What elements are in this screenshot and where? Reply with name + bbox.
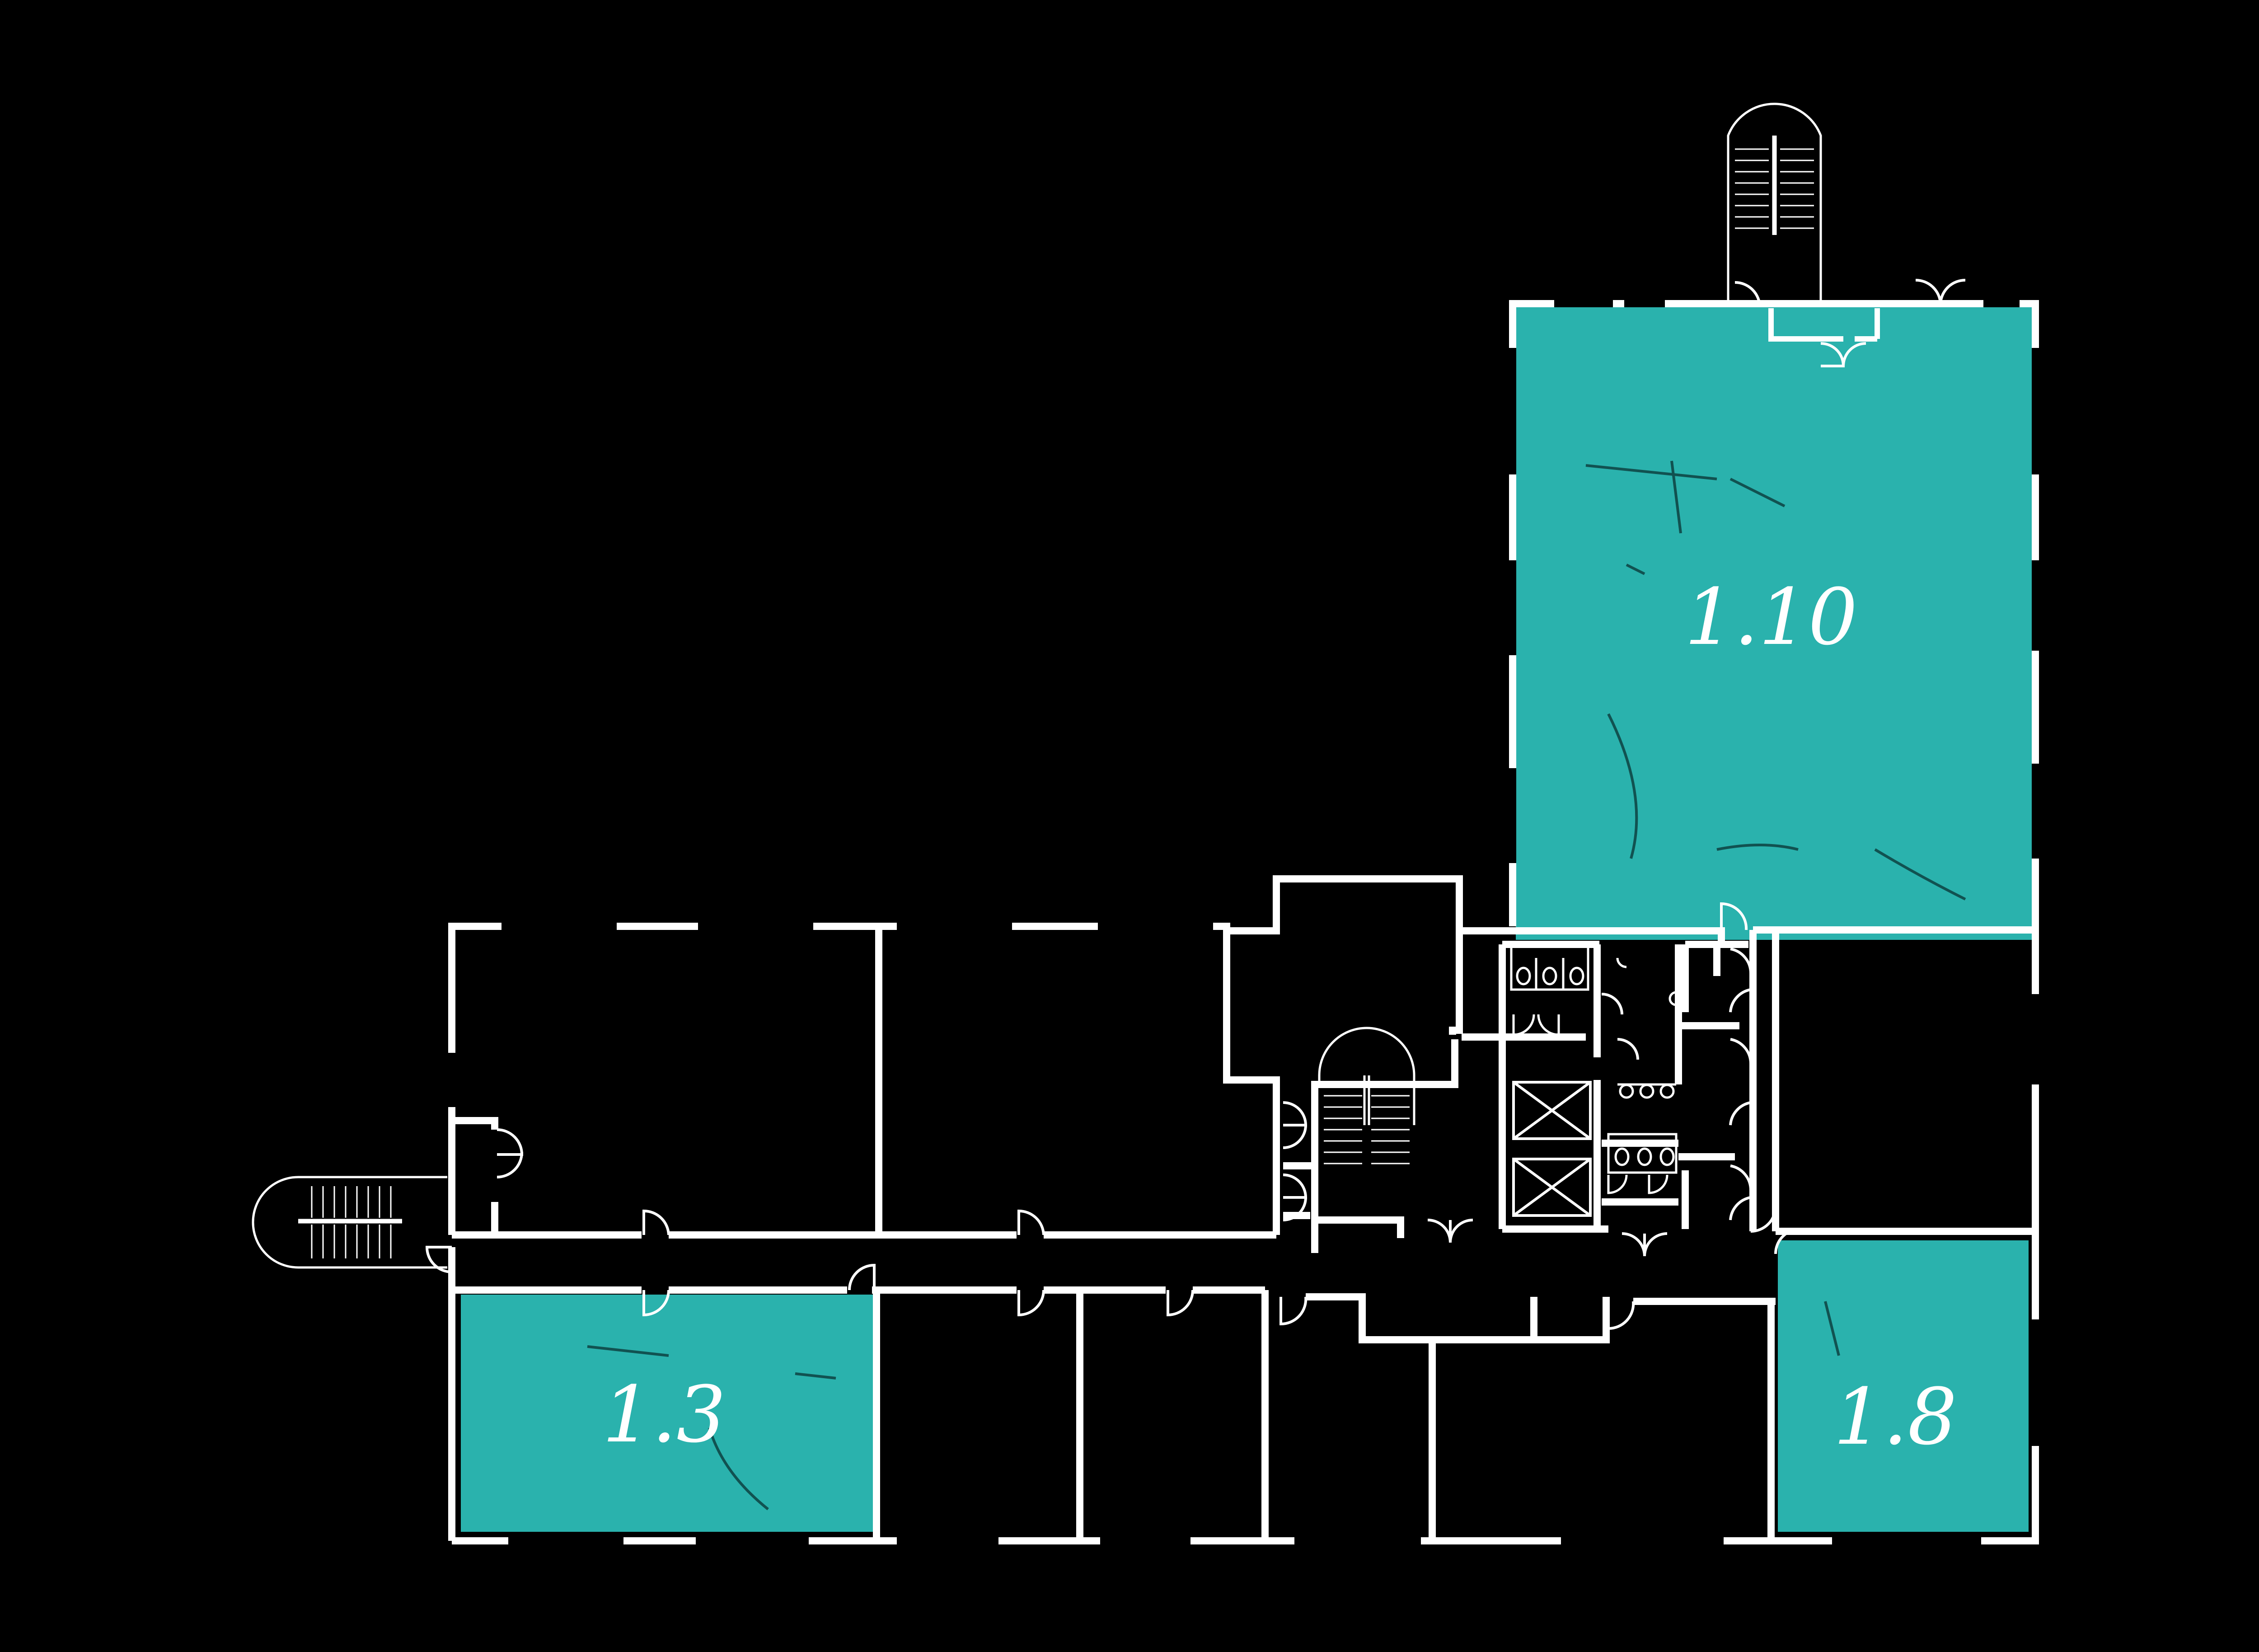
texture [587,460,1966,1511]
door-swing-icon [1279,1296,1308,1326]
door-swing-icon [1017,1290,1045,1317]
windows [448,300,2039,1544]
door-swing-icon [1643,1232,1668,1257]
room-label-1-3: 1.3 [602,1369,726,1460]
door-swing-icon [1283,1173,1308,1199]
door-swing-icon [1283,1197,1307,1221]
room-label-1-10: 1.10 [1685,572,1858,662]
door-swing-icon [848,1263,876,1291]
room-1-3[interactable] [461,1295,874,1532]
door-swing-icon [1842,342,1866,366]
room-label-1-8: 1.8 [1833,1371,1957,1462]
room-1-10[interactable] [1516,307,2032,940]
door-swing-icon [497,1128,524,1156]
door-swing-icon [1617,1038,1639,1060]
door-swing-icon [1449,1219,1473,1243]
door-swing-icon [1730,1164,1753,1191]
doors [425,278,1966,1330]
door-swing-icon [425,1246,452,1273]
door-swing-icon [1720,902,1748,931]
door-swing-icon [642,1290,670,1317]
door-swing-icon [1729,1196,1751,1220]
door-swing-icon [1601,993,1623,1015]
door-swing-icon [1729,1101,1751,1126]
stair-icon [252,103,1822,1269]
door-swing-icon [1730,948,1753,974]
door-swing-icon [1774,1228,1801,1254]
north-entry [1768,308,1880,342]
door-swing-icon [1283,1125,1307,1149]
door-swing-icon [642,1209,670,1235]
elevator-icon [1512,1081,1592,1217]
room-1-8[interactable] [1778,1240,2029,1532]
door-swing-icon [1017,1209,1045,1235]
highlighted-rooms [461,307,2032,1532]
door-swing-icon [1750,1206,1777,1233]
door-swing-icon [1730,1038,1753,1065]
door-swing-icon [497,1152,523,1178]
door-swing-icon [1607,1301,1635,1330]
toilet-icon [1510,945,1678,1194]
door-swing-icon [1729,988,1751,1013]
door-swing-icon [1939,278,1966,304]
door-swing-icon [1167,1290,1194,1317]
door-swing-icon [1734,281,1761,308]
door-swing-icon [1283,1101,1308,1126]
sink-icon [1616,957,1684,1099]
